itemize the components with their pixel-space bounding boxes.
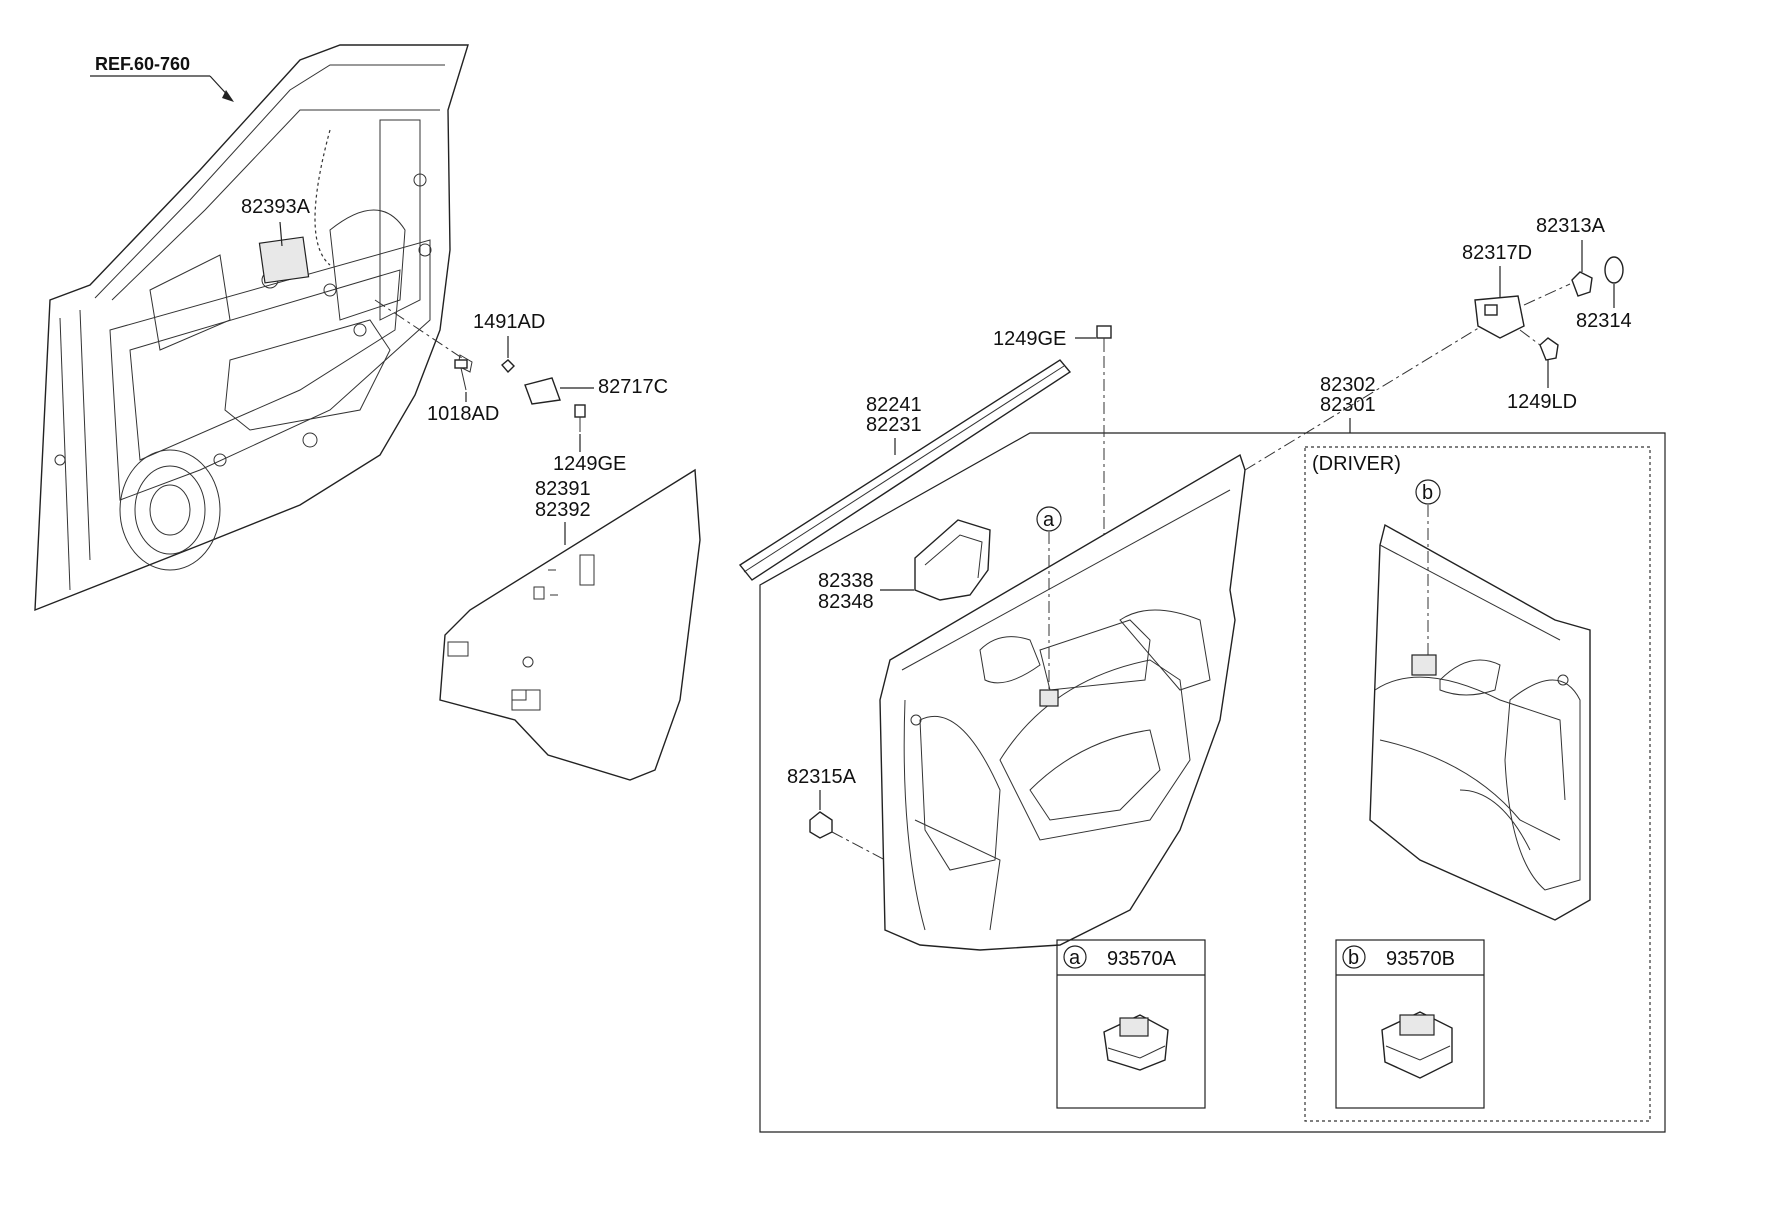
inset-93570B: b 93570B	[1335, 939, 1485, 1109]
callout-82391-82392: 82391 82392	[535, 478, 591, 545]
part-label-82338: 82338	[818, 570, 874, 592]
callout-1491AD: 1491AD	[473, 311, 545, 358]
bracket-82317D	[1474, 256, 1624, 361]
part-label-82241: 82241	[866, 394, 922, 416]
callout-82314: 82314	[1576, 284, 1632, 332]
callout-1249LD: 1249LD	[1507, 360, 1577, 413]
ref-label: REF.60-760	[95, 54, 190, 74]
door-sheet	[439, 468, 701, 781]
weatherstrip	[738, 359, 1072, 581]
part-label-1491AD: 1491AD	[473, 311, 545, 333]
inset-a-marker: a	[1069, 947, 1081, 969]
part-label-82393A: 82393A	[241, 196, 311, 218]
part-label-82315A: 82315A	[787, 766, 857, 788]
callout-82313A: 82313A	[1536, 215, 1606, 272]
part-label-82302: 82302	[1320, 374, 1376, 396]
callout-b-main-letter: b	[1422, 482, 1433, 504]
callout-1018AD: 1018AD	[427, 392, 499, 425]
assembly-frame	[759, 432, 1666, 1133]
part-label-1249LD: 1249LD	[1507, 391, 1577, 413]
part-label-82717C: 82717C	[598, 376, 668, 398]
callout-1249GE-left: 1249GE	[553, 434, 626, 475]
callout-82302-82301: 82302 82301	[1320, 374, 1376, 433]
callout-82717C: 82717C	[560, 376, 668, 398]
part-label-82392: 82392	[535, 499, 591, 521]
callout-82338-82348: 82338 82348	[818, 570, 914, 613]
callout-a-main-letter: a	[1043, 509, 1055, 531]
inset-a-part: 93570A	[1107, 948, 1177, 970]
part-label-82313A: 82313A	[1536, 215, 1606, 237]
callout-a-main: a	[1036, 506, 1062, 690]
part-label-82317D: 82317D	[1462, 242, 1532, 264]
callout-1249GE-right: 1249GE	[993, 328, 1096, 350]
inset-b-part: 93570B	[1386, 948, 1455, 970]
part-label-82231: 82231	[866, 414, 922, 436]
part-label-1018AD: 1018AD	[427, 403, 499, 425]
callout-82315A: 82315A	[787, 766, 857, 810]
door-hardware	[374, 299, 586, 432]
clip-82315A	[809, 811, 886, 861]
part-label-82314: 82314	[1576, 310, 1632, 332]
part-label-82391: 82391	[535, 478, 591, 500]
reference-callout: REF.60-760	[90, 54, 234, 102]
part-label-1249GE-right: 1249GE	[993, 328, 1066, 350]
inset-b-marker: b	[1348, 947, 1359, 969]
driver-section: (DRIVER) b	[1312, 453, 1591, 921]
part-label-1249GE-left: 1249GE	[553, 453, 626, 475]
inset-93570A: a 93570A	[1056, 939, 1206, 1109]
callout-82317D: 82317D	[1462, 242, 1532, 298]
armrest-trim	[914, 519, 991, 601]
door-trim-panel	[879, 453, 1246, 951]
door-inner-panel	[34, 44, 469, 612]
callout-82393A: 82393A	[241, 196, 311, 247]
driver-label: (DRIVER)	[1312, 453, 1401, 475]
part-label-82348: 82348	[818, 591, 874, 613]
callout-82241-82231: 82241 82231	[866, 394, 922, 455]
part-label-82301: 82301	[1320, 394, 1376, 416]
